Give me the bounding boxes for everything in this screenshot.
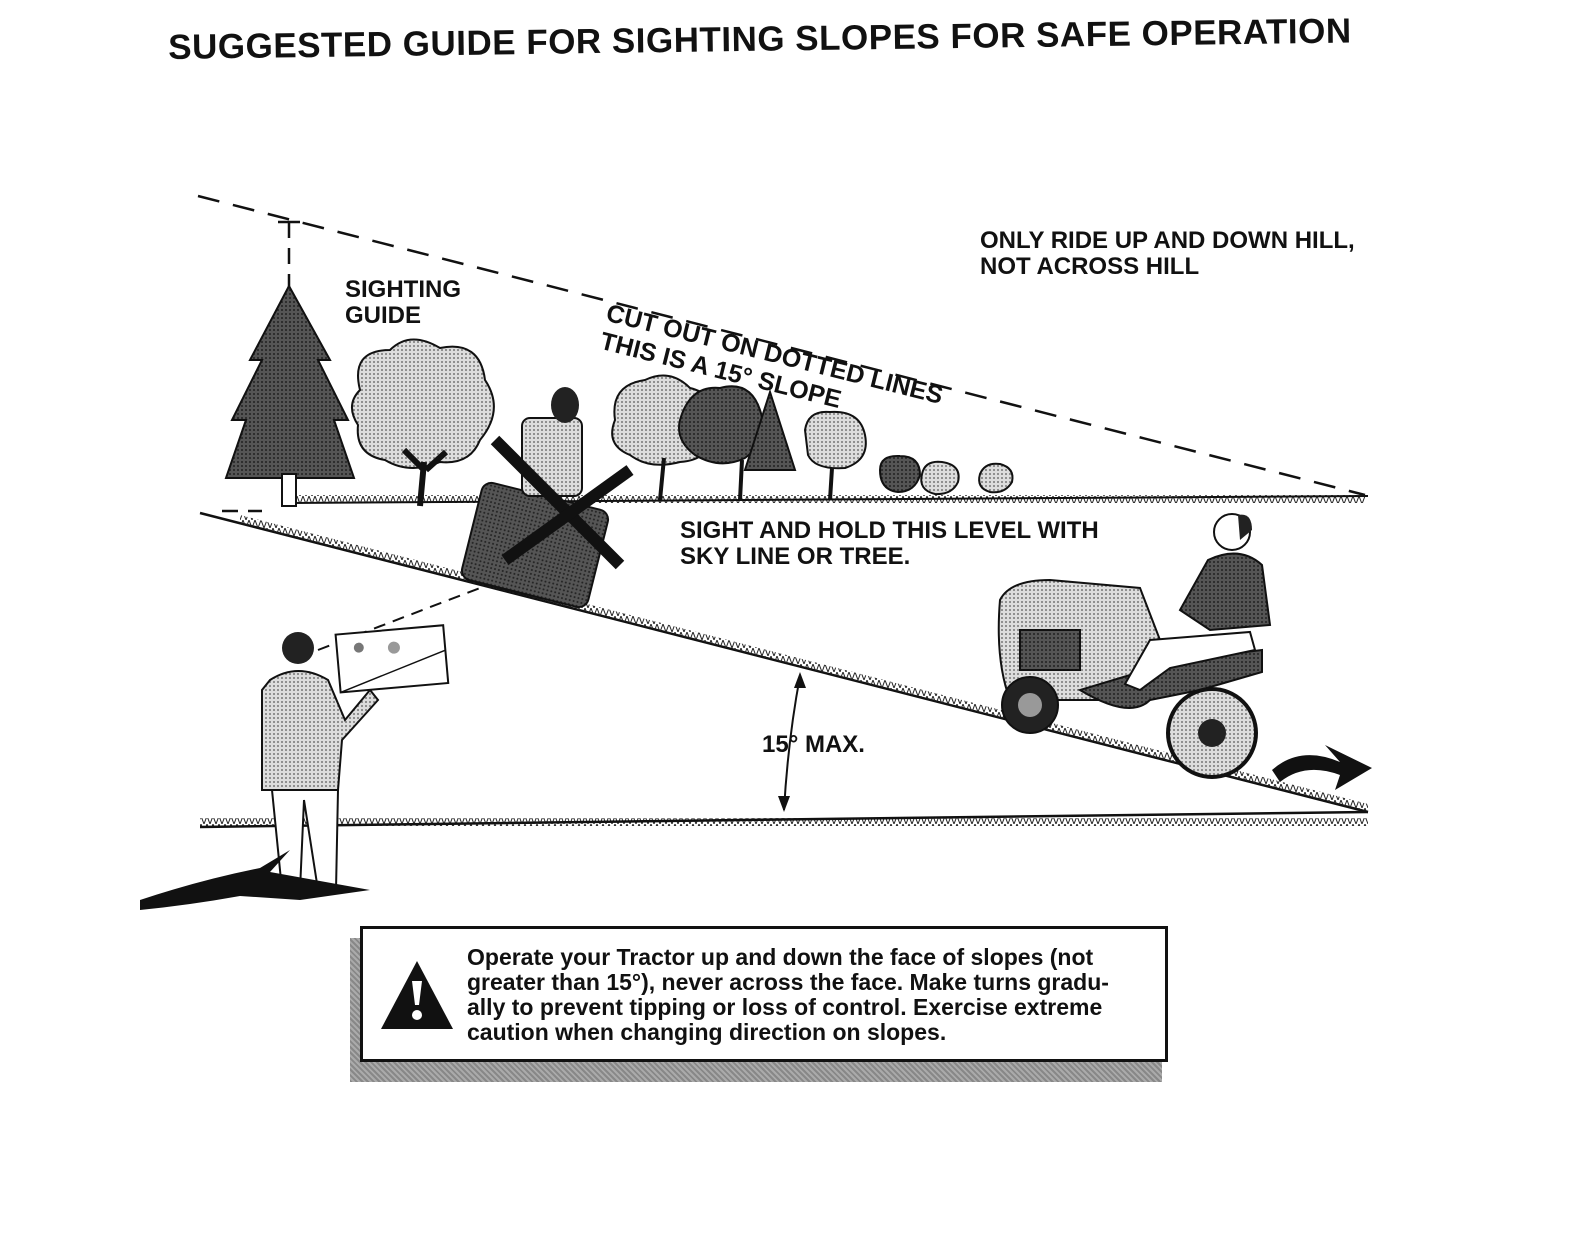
sighting-dashed-line (197, 194, 1366, 497)
angle-marker (778, 672, 806, 812)
level-ground (199, 810, 1369, 829)
sighting-card (334, 624, 450, 694)
person-sighting (140, 624, 450, 910)
conifer-tree (224, 283, 356, 507)
direction-arrow-icon (1272, 745, 1372, 790)
only-ride-label: ONLY RIDE UP AND DOWN HILL, NOT ACROSS H… (980, 227, 1355, 280)
max-angle-label: 15° MAX. (762, 731, 865, 758)
deciduous-tree (351, 338, 495, 507)
tractor-up-slope (997, 513, 1372, 790)
sight-hold-label: SIGHT AND HOLD THIS LEVEL WITH SKY LINE … (680, 517, 1099, 570)
warning-box: Operate your Tractor up and down the fac… (360, 926, 1168, 1062)
cross-mark-line (490, 435, 625, 570)
tractor-across-slope (460, 387, 634, 609)
sighting-guide-label: SIGHTING GUIDE (345, 276, 462, 329)
warning-text: Operate your Tractor up and down the fac… (467, 944, 1109, 1045)
background-trees (611, 374, 1014, 501)
warning-triangle-icon (381, 961, 453, 1029)
